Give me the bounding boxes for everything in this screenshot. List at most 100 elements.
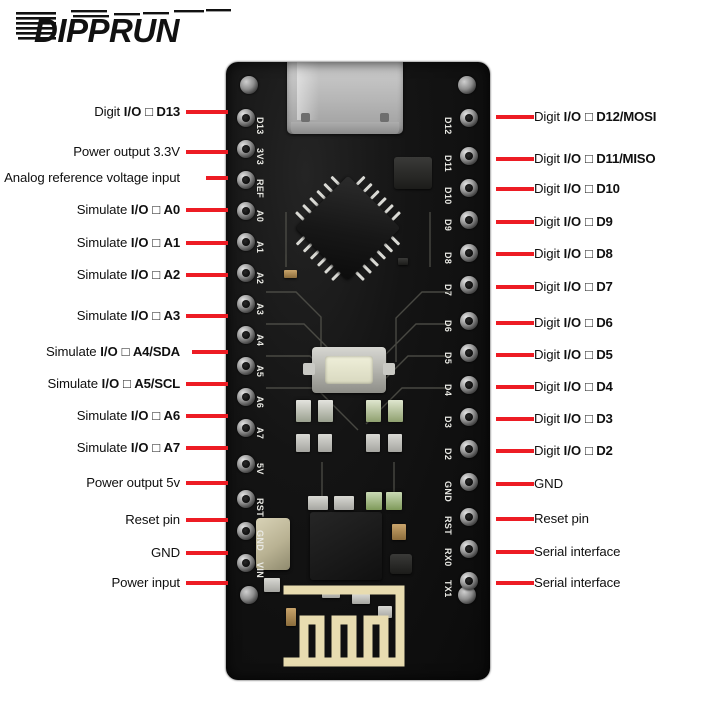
header-pad-d10[interactable] [460,179,478,197]
callout-lead-text: Digit [534,214,560,229]
leader-line-left-3 [186,208,228,212]
callout-label-right-2: Digit I/O □ D10 [534,182,620,195]
header-pad-d2[interactable] [460,440,478,458]
callout-label-left-6: Simulate I/O □ A3 [76,308,181,323]
header-pad-a2[interactable] [237,264,255,282]
callout-square-icon: □ [152,202,164,217]
callout-label-left-13: GND [151,546,180,559]
leader-line-right-11 [496,482,534,486]
silk-label-right: D11 [443,155,453,173]
callout-io-text: I/O [559,315,585,330]
header-pad-3v3[interactable] [237,140,255,158]
header-pad-d5[interactable] [460,344,478,362]
silk-label-left: A2 [255,272,265,285]
header-pad-vin[interactable] [237,554,255,572]
callout-label-right-7: Digit I/O □ D5 [534,348,613,361]
callout-label-left-0: Digit I/O □ D13 [94,105,180,118]
header-pad-gnd[interactable] [237,522,255,540]
leader-line-left-0 [186,110,228,114]
callout-lead-text: Simulate [76,308,128,323]
header-pad-rst[interactable] [237,490,255,508]
callout-io-text: I/O [559,347,585,362]
callout-label-left-4: Simulate I/O □ A1 [77,236,181,249]
header-pad-rx0[interactable] [460,540,478,558]
callout-lead-text: Digit [534,279,560,294]
silk-label-left: GND [255,530,265,552]
leader-line-right-6 [496,321,534,325]
silk-label-right: TX1 [443,580,453,598]
header-pad-d12[interactable] [460,109,478,127]
header-pad-d3[interactable] [460,408,478,426]
status-led [318,400,333,422]
silk-label-left: A7 [255,427,265,440]
leader-line-left-14 [186,581,228,585]
callout-label-right-4: Digit I/O □ D8 [534,247,613,260]
silk-label-left: A3 [255,303,265,316]
callout-lead-text: Digit [534,379,560,394]
leader-line-left-8 [186,382,228,386]
callout-square-icon: □ [584,443,597,458]
reset-button[interactable] [303,347,395,393]
callout-io-text: I/O [559,151,585,166]
header-pad-5v[interactable] [237,455,255,473]
silk-label-left: 5V [255,463,265,475]
silk-label-left: 3V3 [255,148,265,166]
silk-label-left: RST [255,498,265,518]
header-pad-tx1[interactable] [460,572,478,590]
callout-lead-text: Simulate [45,344,97,359]
callout-label-left-10: Simulate I/O □ A7 [77,440,181,455]
silk-label-right: D3 [443,416,453,429]
leader-line-right-13 [496,550,534,554]
callout-lead-text: Analog reference voltage input [4,170,180,185]
header-pad-a7[interactable] [237,419,255,437]
callout-lead-text: Digit [534,109,560,124]
leader-line-left-4 [186,241,228,245]
header-pad-d8[interactable] [460,244,478,262]
header-pad-rst-right[interactable] [460,508,478,526]
callout-square-icon: □ [152,267,164,282]
callout-io-text: I/O [127,440,153,455]
header-pad-d6[interactable] [460,312,478,330]
silk-label-right: D2 [443,448,453,461]
status-led [296,400,311,422]
callout-square-icon: □ [152,440,164,455]
callout-label-right-11: GND [534,477,563,490]
header-pad-d9[interactable] [460,211,478,229]
leader-line-right-7 [496,353,534,357]
header-pad-d7[interactable] [460,276,478,294]
silk-label-left: A0 [255,210,265,223]
callout-label-right-1: Digit I/O □ D11/MISO [534,151,656,166]
header-pad-a5[interactable] [237,357,255,375]
header-pad-d4[interactable] [460,376,478,394]
smd-component [334,496,354,510]
callout-io-text: I/O [559,246,585,261]
header-pad-ref[interactable] [237,171,255,189]
header-pad-a0[interactable] [237,202,255,220]
header-pad-gnd-right[interactable] [460,473,478,491]
crystal-oscillator [256,518,290,570]
header-pad-d13[interactable] [237,109,255,127]
callout-label-right-10: Digit I/O □ D2 [534,444,613,457]
silk-label-right: D12 [443,117,453,135]
callout-label-left-1: Power output 3.3V [73,145,180,158]
silk-label-right: D5 [443,352,453,365]
callout-pin-name: A6 [163,408,181,423]
callout-io-text: I/O [559,411,585,426]
smd-capacitor [398,258,408,265]
silk-label-left: D13 [255,117,265,135]
status-led [366,400,381,422]
callout-pin-name: D4 [596,379,613,394]
silk-label-right: D7 [443,284,453,297]
leader-line-right-5 [496,285,534,289]
callout-square-icon: □ [584,347,597,362]
callout-label-left-11: Power output 5v [86,476,180,489]
callout-label-left-2: Analog reference voltage input [4,171,180,184]
header-pad-a4[interactable] [237,326,255,344]
header-pad-a3[interactable] [237,295,255,313]
callout-label-right-3: Digit I/O □ D9 [534,215,613,228]
header-pad-d11[interactable] [460,147,478,165]
callout-lead-text: GND [534,476,564,491]
callout-io-text: I/O [127,308,153,323]
header-pad-a6[interactable] [237,388,255,406]
header-pad-a1[interactable] [237,233,255,251]
